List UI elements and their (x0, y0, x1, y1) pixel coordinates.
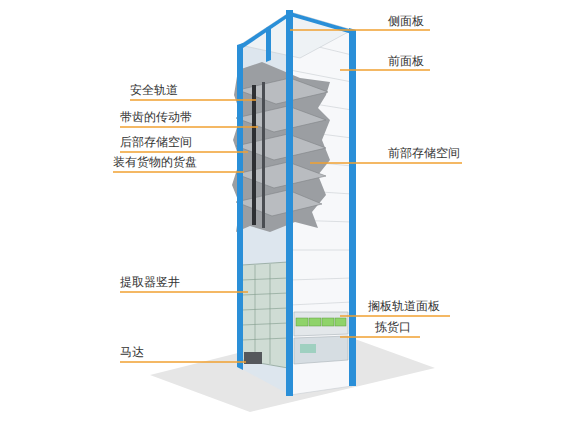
control-panel (300, 344, 316, 353)
motor (244, 352, 262, 364)
part-label: 带齿的传动带 (120, 110, 192, 124)
part-label: 搁板轨道面板 (368, 299, 440, 313)
shaft-grid (242, 264, 288, 364)
leader-lines (113, 30, 462, 362)
picking-port (294, 336, 348, 364)
cutaway-storage (232, 62, 330, 232)
part-label: 安全轨道 (130, 83, 178, 97)
stored-trays (236, 78, 328, 216)
toothed-belt (252, 82, 265, 228)
part-label: 提取器竖井 (120, 275, 180, 289)
shelf-rail-panel (294, 312, 348, 336)
part-label: 装有货物的货盘 (113, 155, 197, 169)
picking-trays (296, 318, 346, 326)
part-label: 后部存储空间 (120, 135, 192, 149)
part-label: 拣货口 (375, 320, 411, 334)
top-face (240, 12, 352, 58)
part-label: 侧面板 (388, 14, 424, 28)
part-label: 前部存储空间 (388, 146, 460, 160)
part-label: 前面板 (388, 54, 424, 68)
part-label: 马达 (120, 345, 144, 359)
frame-posts (237, 10, 356, 396)
extractor-shaft (242, 262, 288, 368)
